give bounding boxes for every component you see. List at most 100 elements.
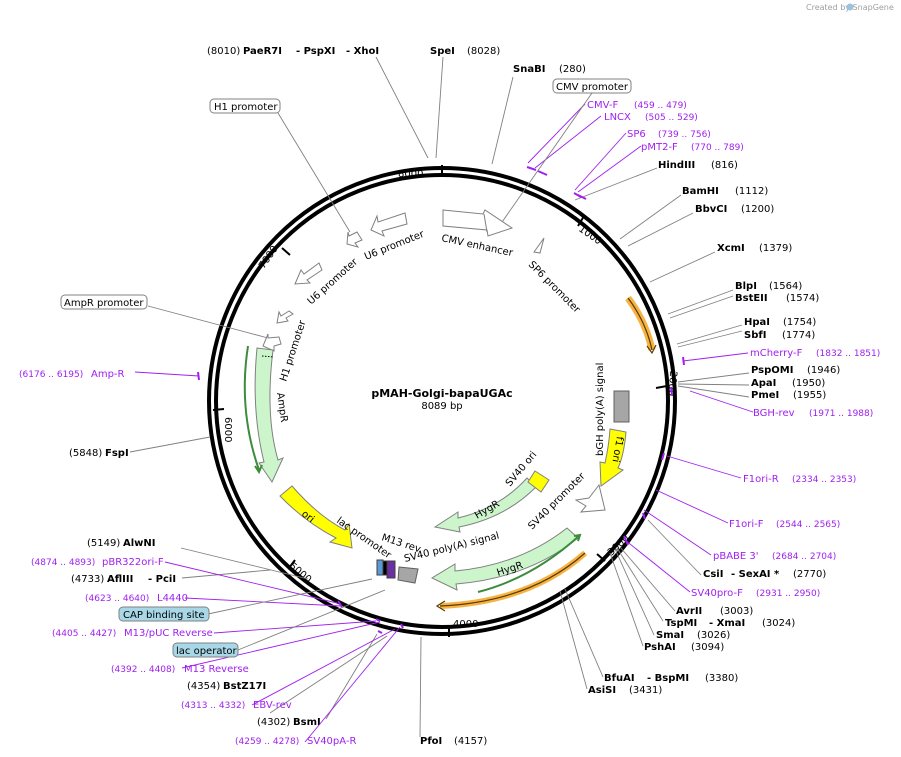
- site-pshai-pos: (3094): [691, 642, 724, 653]
- primer-m13puc-reverse-range: (4405 .. 4427): [52, 629, 116, 639]
- site-pfoi: PfoI: [420, 736, 442, 747]
- primer-f1ori-r: F1ori-R: [743, 474, 779, 485]
- primer-labels: CMV-F (459 .. 479) LNCX (505 .. 529) SP6…: [19, 100, 880, 747]
- site-avrii: AvrII: [676, 606, 702, 617]
- site-bspmi: - BspMI: [647, 673, 689, 684]
- site-xcmi: XcmI: [717, 243, 745, 254]
- hygr-arrow-outer: [430, 527, 579, 591]
- primer-amp-r-range: (6176 .. 6195): [19, 370, 83, 380]
- site-hindiii-pos: (816): [711, 160, 738, 171]
- site-pshai: PshAI: [644, 642, 676, 653]
- plasmid-name: pMAH-Golgi-bapaUGAc: [371, 387, 512, 400]
- cmv-promoter-box-label: CMV promoter: [556, 82, 629, 93]
- primer-pbabe3: pBABE 3': [713, 551, 759, 562]
- ampr-promoter-box: [60, 294, 148, 310]
- orf-highlight-outer-arrowhead: [435, 600, 446, 612]
- lac-operator-box: [172, 642, 239, 658]
- feature-f1-ori: f1 ori: [610, 435, 625, 463]
- site-blpi: BlpI: [735, 281, 757, 292]
- site-bstz17i-pos: (4354): [187, 681, 220, 692]
- site-bsteii: BstEII: [735, 293, 768, 304]
- site-bfuai: BfuAI: [604, 673, 635, 684]
- primer-l4440-range: (4623 .. 4640): [85, 594, 149, 604]
- site-afliii: AflIII: [107, 574, 133, 585]
- h1-promoter-arrow-2: [276, 310, 294, 324]
- tick-label-8000: 8000: [398, 169, 423, 180]
- site-sbfi-pos: (1774): [782, 330, 815, 341]
- site-pmei-pos: (1955): [793, 390, 826, 401]
- cap-binding-site-label: CAP binding site: [123, 610, 205, 621]
- tick-label-4000: 4000: [453, 619, 478, 630]
- ori-arrow: [279, 485, 353, 549]
- primer-sp6: SP6: [627, 129, 646, 140]
- site-spei-pos: (8028): [467, 46, 500, 57]
- site-leader-lines: [129, 56, 750, 738]
- primer-lncx: LNCX: [604, 112, 631, 123]
- site-smai: SmaI: [656, 630, 684, 641]
- primer-amp-r: Amp-R: [91, 369, 125, 380]
- sp6-promoter-arrow: [533, 237, 545, 254]
- site-bamhi: BamHI: [682, 186, 719, 197]
- site-alwni-pos: (5149): [87, 538, 120, 549]
- site-fspi: FspI: [105, 448, 129, 459]
- cmv-enhancer-divider: [483, 213, 488, 233]
- ampr-arrow: [254, 347, 284, 484]
- primer-pbr322ori-f: pBR322ori-F: [102, 557, 164, 568]
- feature-sp6-promoter: SP6 promoter: [526, 259, 583, 316]
- orf-highlight-right-core: [627, 297, 653, 351]
- hygr-arrow-inner: [433, 477, 537, 533]
- primer-mcherry-f: mCherry-F: [750, 348, 803, 359]
- site-smai-pos: (3026): [697, 630, 730, 641]
- primer-ebv-rev-range: (4313 .. 4332): [181, 701, 245, 711]
- h1-promoter-box-label: H1 promoter: [214, 102, 278, 113]
- cmv-enhancer-arrow: [442, 209, 514, 237]
- site-paer7i: PaeR7I: [243, 46, 282, 57]
- primer-pmt2-f: pMT2-F: [641, 142, 678, 153]
- primer-m13puc-reverse: M13/pUC Reverse: [124, 628, 213, 639]
- primer-sv40pro-f-range: (2931 .. 2950): [756, 589, 820, 599]
- site-snabi: SnaBI: [513, 64, 545, 75]
- m13-rev-block: [386, 560, 396, 579]
- site-xcmi-pos: (1379): [759, 243, 792, 254]
- ampr-promoter-junction: [261, 355, 275, 358]
- site-bbvci-pos: (1200): [741, 204, 774, 215]
- boxed-leader-lines: [147, 92, 593, 651]
- ampr-promoter-box-label: AmpR promoter: [64, 298, 144, 309]
- feature-cmv-enhancer: CMV enhancer: [440, 233, 514, 259]
- u6-promoter-arrow-2: [294, 262, 323, 285]
- site-8010-pos: (8010): [207, 46, 240, 57]
- primer-l4440: L4440: [157, 593, 188, 604]
- sv40-ori-block: [527, 470, 550, 493]
- primer-sv40pa-r-range: (4259 .. 4278): [235, 737, 299, 747]
- primer-marks: [197, 166, 685, 634]
- hygr-orf-line: [477, 534, 581, 593]
- primer-ebv-rev: EBV-rev: [253, 700, 292, 711]
- site-afliii-pos: (4733): [71, 574, 104, 585]
- primer-bgh-rev: BGH-rev: [753, 408, 795, 419]
- site-avrii-pos: (3003): [720, 606, 753, 617]
- site-bsteii-pos: (1574): [786, 293, 819, 304]
- primer-m13-reverse: M13 Reverse: [184, 664, 249, 675]
- feature-bgh-polya-signal: bGH poly(A) signal: [595, 363, 606, 456]
- tick-label-5000: 5000: [287, 561, 314, 586]
- site-pspomi-pos: (1946): [807, 365, 840, 376]
- tick-marks: [212, 165, 668, 637]
- primer-sp6-range: (739 .. 756): [658, 130, 711, 140]
- feature-u6-promoter-1: U6 promoter: [363, 229, 427, 263]
- site-bstz17i: BstZ17I: [223, 681, 266, 692]
- lac-operator-block: [376, 559, 384, 576]
- site-pspomi: PspOMI: [751, 365, 793, 376]
- h1-promoter-arrow-3: [262, 333, 282, 352]
- site-snabi-pos: (280): [559, 64, 586, 75]
- site-xmai-pos: (3024): [762, 618, 795, 629]
- site-bbvci: BbvCI: [695, 204, 727, 215]
- site-pspxi: - PspXI: [296, 46, 335, 57]
- snapgene-logo-icon: [846, 3, 854, 11]
- site-csii: CsiI: [703, 569, 723, 580]
- primer-cmv-f: CMV-F: [587, 100, 618, 111]
- sv40-promoter-arrow: [574, 483, 606, 513]
- sv40-polya-signal-block: [397, 566, 419, 584]
- bgh-polya-block: [613, 390, 630, 423]
- tick-label-2000: 2000: [665, 370, 678, 396]
- site-blpi-pos: (1564): [769, 281, 802, 292]
